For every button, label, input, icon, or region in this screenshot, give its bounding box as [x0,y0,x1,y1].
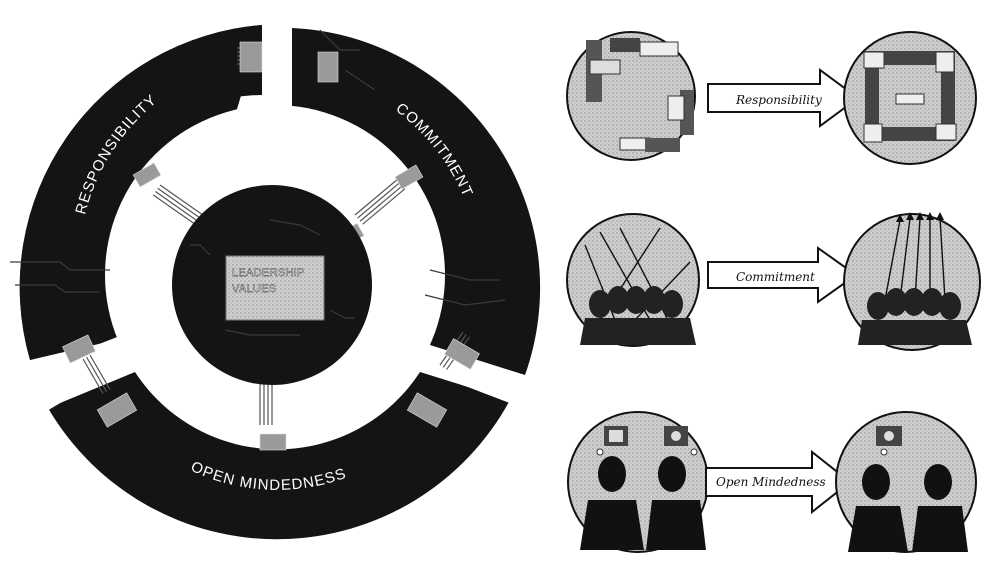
two-people-shared-thought-icon [835,411,977,553]
commitment-panel: Commitment [566,212,981,351]
center-label-line2: VALUES [232,283,276,295]
crossed-arrows-crowd-icon [566,213,700,347]
center-chip [225,255,325,321]
responsibility-arrow: Responsibility [707,68,860,128]
commitment-arrow-label: Commitment [736,270,815,284]
open-mindedness-arrow-label: Open Mindedness [716,475,826,489]
two-people-different-thoughts-icon [567,411,709,553]
connector-lines [82,47,470,425]
scattered-pointing-hands-icon [566,31,696,161]
open-mindedness-segment [48,372,510,540]
open-mindedness-arrow: Open Mindedness [705,449,852,515]
center-label-line1: LEADERSHIP [232,267,305,279]
aligned-arrows-crowd-icon [843,212,981,351]
responsibility-panel: Responsibility [566,31,977,165]
open-mindedness-panel: Open Mindedness [567,411,977,553]
circuit-traces [10,29,506,306]
commitment-arrow: Commitment [707,246,858,304]
responsibility-arrow-label: Responsibility [735,93,822,107]
joined-hands-square-icon [843,31,977,165]
leadership-wheel: LEADERSHIP VALUES RESPONSIBILITY COMMITM… [10,10,541,540]
